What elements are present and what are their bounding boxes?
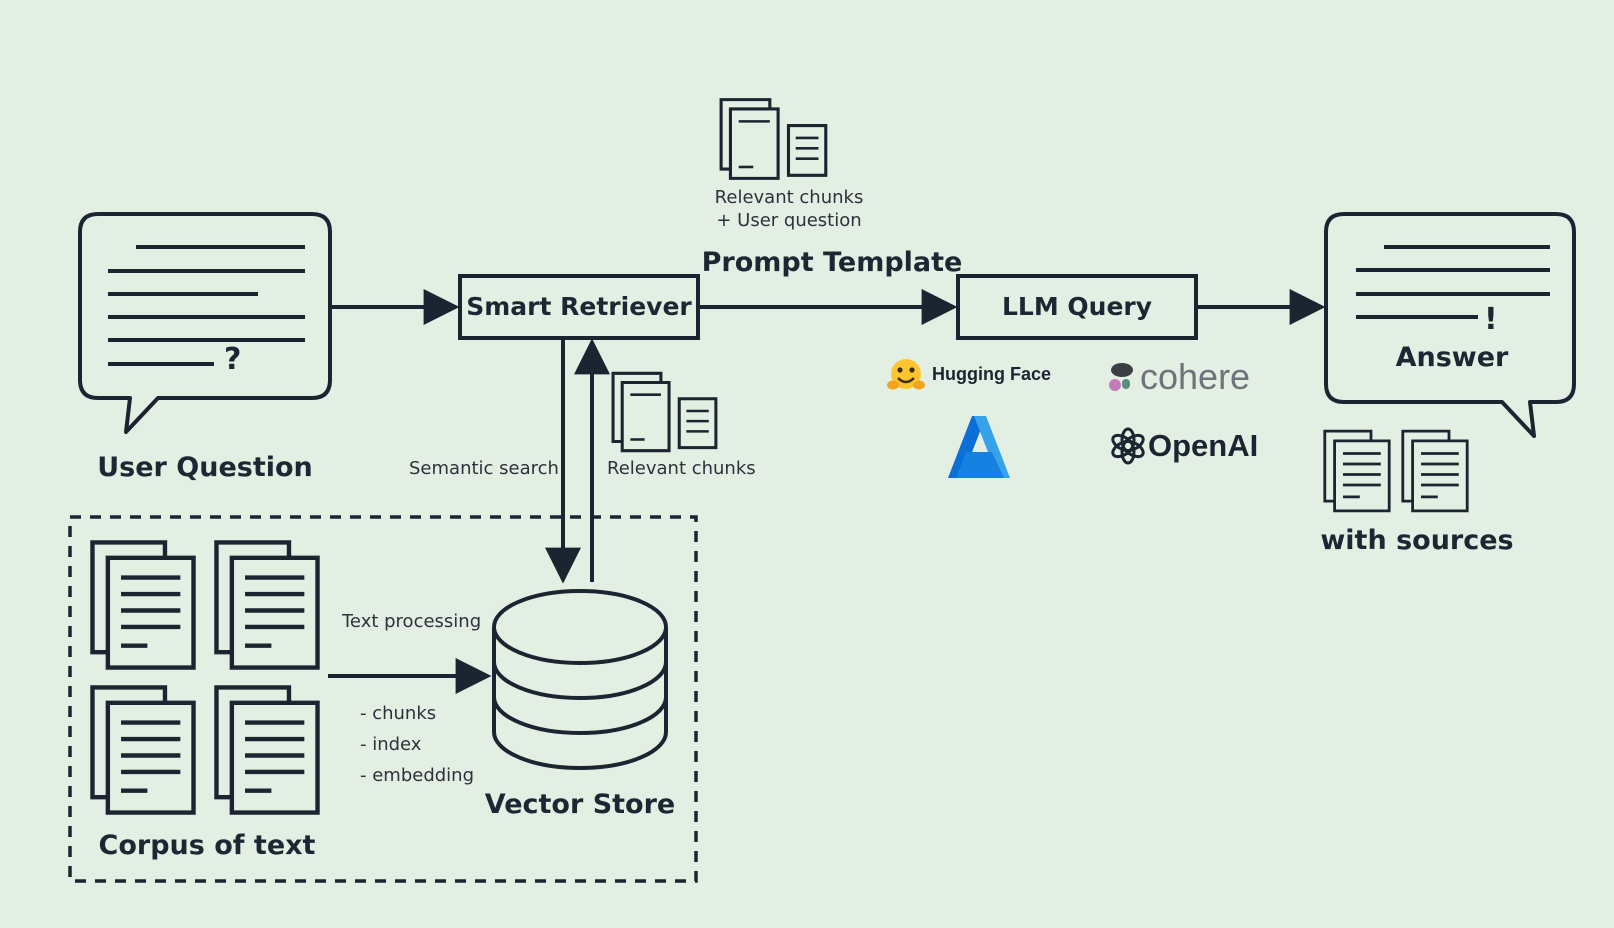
user-question-label: User Question	[97, 452, 313, 483]
cohere-name: cohere	[1140, 356, 1251, 397]
prompt-caption-line1: Relevant chunks	[714, 187, 864, 208]
document-icon	[92, 542, 193, 667]
prompt-chunks-icon	[719, 98, 828, 180]
source-document-icon	[1323, 429, 1391, 513]
document-icon	[92, 687, 193, 812]
openai-name: OpenAI	[1148, 428, 1259, 463]
user-question-bubble	[78, 212, 332, 434]
azure-icon	[948, 416, 1010, 478]
document-icon	[216, 687, 317, 812]
openai-icon	[1111, 427, 1145, 465]
relevant-chunks-label: Relevant chunks	[607, 458, 756, 479]
database-icon	[492, 589, 668, 770]
hugging-face-icon	[887, 359, 925, 390]
source-document-icon	[1401, 429, 1469, 513]
prompt-template-title: Prompt Template	[701, 247, 963, 278]
processing-step: - index	[360, 734, 422, 755]
with-sources-label: with sources	[1320, 525, 1514, 556]
corpus-dashed-region	[68, 515, 698, 883]
smart-retriever-label: Smart Retriever	[466, 292, 692, 321]
llm-query-label: LLM Query	[1001, 292, 1153, 321]
llm-query-box	[956, 274, 1198, 340]
smart-retriever-box	[458, 274, 700, 340]
document-icon	[216, 542, 317, 667]
prompt-caption-line2: + User question	[716, 210, 862, 231]
hugging-face-name: Hugging Face	[932, 364, 1052, 384]
semantic-search-label: Semantic search	[409, 458, 559, 479]
processing-step: - embedding	[360, 765, 475, 786]
vector-store-label: Vector Store	[484, 789, 676, 820]
question-mark: ?	[224, 342, 242, 377]
corpus-label: Corpus of text	[98, 830, 316, 861]
relevant-chunks-icon	[611, 371, 718, 453]
answer-label: Answer	[1395, 342, 1509, 373]
text-processing-label: Text processing	[342, 611, 482, 632]
exclamation-mark: !	[1484, 302, 1498, 337]
corpus-documents	[92, 542, 317, 812]
cohere-icon	[1109, 363, 1133, 391]
answer-bubble	[1324, 212, 1576, 438]
processing-step: - chunks	[360, 703, 437, 724]
